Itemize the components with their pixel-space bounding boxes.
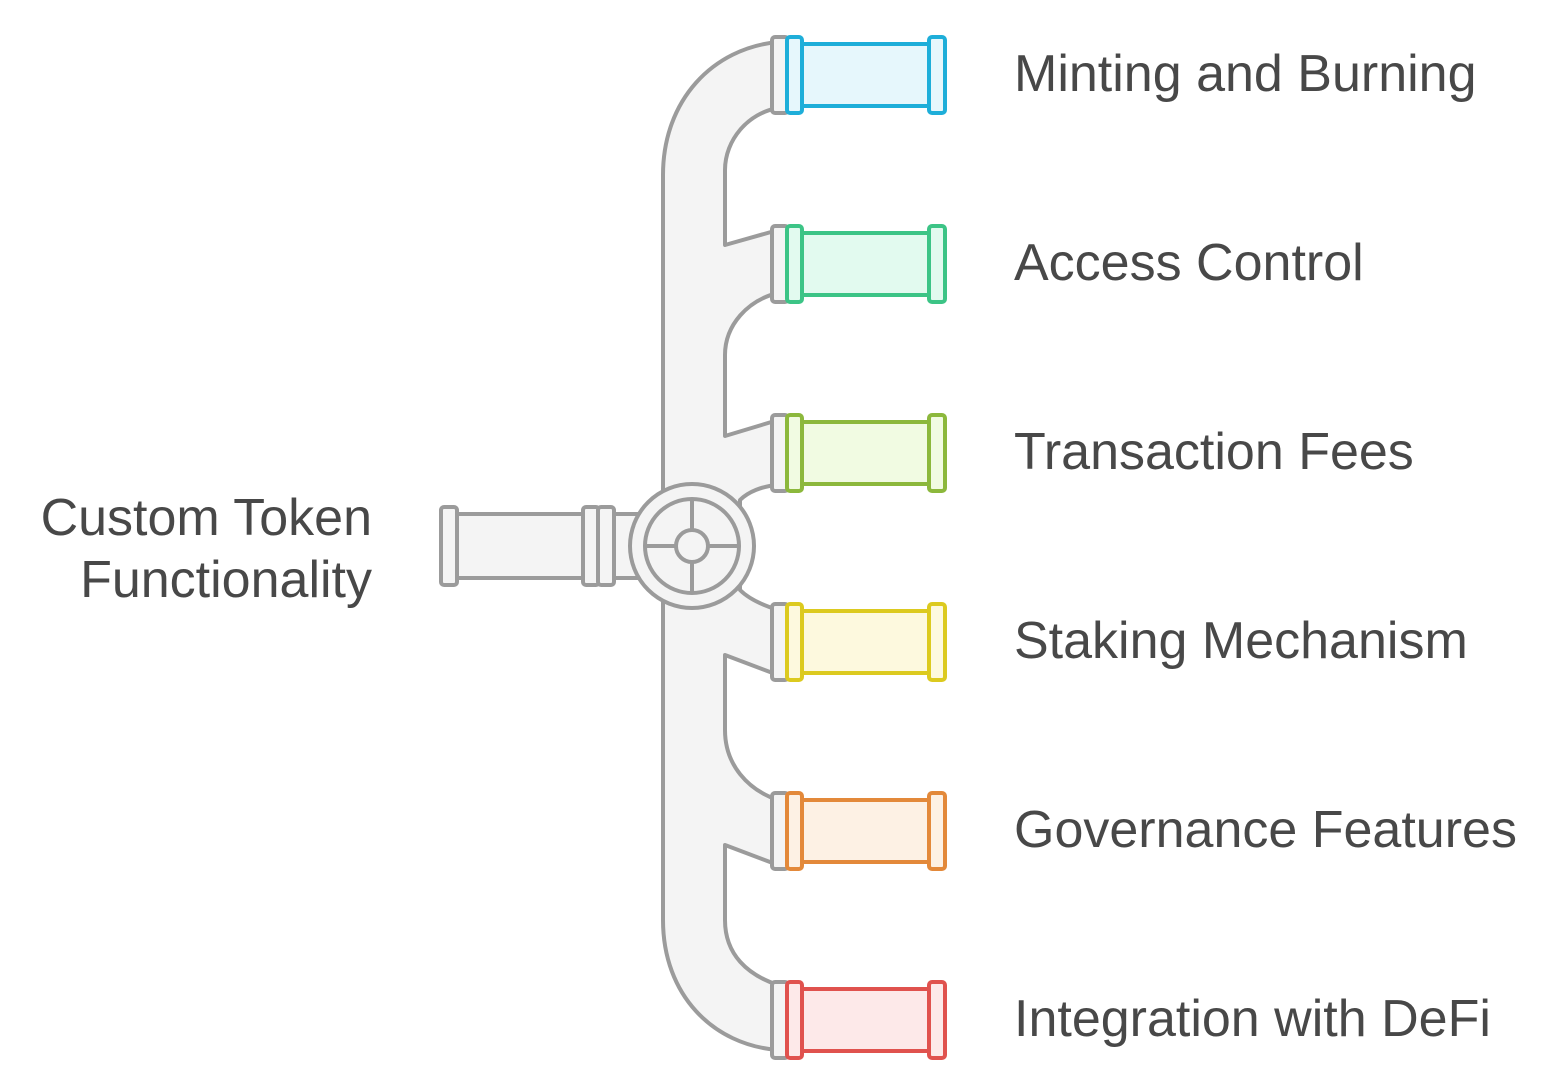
branch-pipe-3 <box>770 413 947 493</box>
branch-pipe-1 <box>770 35 947 115</box>
branch-pipe-end-flange <box>927 602 947 682</box>
branch-label-staking-mechanism: Staking Mechanism <box>1014 612 1468 670</box>
branch-label-minting-burning: Minting and Burning <box>1014 45 1477 103</box>
branch-pipe-color-flange <box>785 413 804 493</box>
branch-pipe-body <box>798 987 934 1053</box>
source-label-line2: Functionality <box>80 551 372 609</box>
branch-pipe-end-flange <box>927 224 947 304</box>
branch-pipe-end-flange <box>927 35 947 115</box>
branch-pipe-end-flange <box>927 413 947 493</box>
branch-pipe-4 <box>770 602 947 682</box>
branch-pipe-body <box>798 231 934 297</box>
branch-label-transaction-fees: Transaction Fees <box>1014 423 1414 481</box>
branch-label-integration-defi: Integration with DeFi <box>1014 990 1491 1048</box>
branch-pipe-color-flange <box>785 224 804 304</box>
branch-pipe-color-flange <box>785 35 804 115</box>
branch-pipe-color-flange <box>785 602 804 682</box>
branch-pipe-2 <box>770 224 947 304</box>
branch-pipe-body <box>798 798 934 864</box>
branch-label-governance-features: Governance Features <box>1014 801 1517 859</box>
branch-pipe-6 <box>770 980 947 1060</box>
branch-pipe-end-flange <box>927 980 947 1060</box>
valve-hub <box>674 528 710 564</box>
inlet-pipe-flange-b <box>596 505 616 587</box>
branch-pipe-end-flange <box>927 791 947 871</box>
branch-pipe-body <box>798 420 934 486</box>
branch-label-access-control: Access Control <box>1014 234 1364 292</box>
branch-pipe-body <box>798 42 934 108</box>
branch-pipe-color-flange <box>785 980 804 1060</box>
valve-junction <box>628 482 756 610</box>
source-label-line1: Custom Token <box>40 489 372 547</box>
branch-pipe-color-flange <box>785 791 804 871</box>
inlet-pipe <box>439 505 644 587</box>
inlet-pipe-body <box>453 512 587 580</box>
branch-pipe-5 <box>770 791 947 871</box>
branch-pipes <box>770 35 947 1060</box>
branch-pipe-body <box>798 609 934 675</box>
inlet-pipe-end-flange <box>439 505 459 587</box>
